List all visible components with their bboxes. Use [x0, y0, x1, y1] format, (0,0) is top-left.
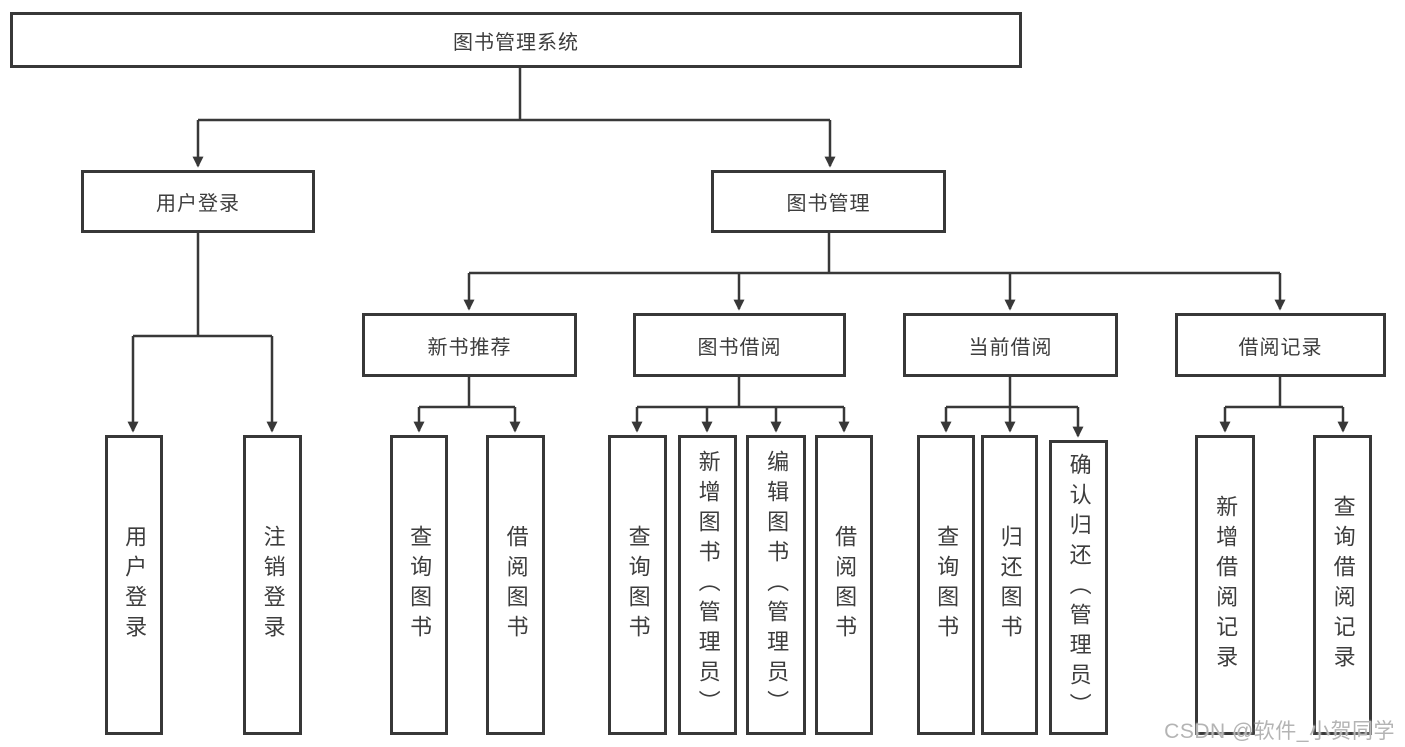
leaf-return-book: 归还图书: [981, 435, 1038, 735]
node-borrow-record-label: 借阅记录: [1238, 336, 1323, 359]
node-book-borrow-label: 图书借阅: [697, 336, 782, 359]
node-user-login-label: 用户登录: [156, 193, 240, 215]
leaf-borrow-book-label: 借阅图书: [832, 525, 858, 645]
leaf-confirm-return-admin: 确认归还（管理员）: [1049, 440, 1108, 735]
node-book-management-label: 图书管理: [786, 193, 871, 215]
leaf-user-login-label: 用户登录: [122, 525, 148, 645]
leaf-user-login: 用户登录: [105, 435, 163, 735]
leaf-logout-label: 注销登录: [260, 525, 286, 645]
leaf-query-book-current-label: 查询图书: [934, 525, 960, 645]
node-current-borrow: 当前借阅: [903, 313, 1118, 377]
node-current-borrow-label: 当前借阅: [968, 336, 1053, 359]
leaf-query-book-recommend-label: 查询图书: [407, 525, 433, 645]
leaf-query-book-recommend: 查询图书: [390, 435, 448, 735]
node-book-management: 图书管理: [711, 170, 946, 233]
leaf-edit-book-admin: 编辑图书（管理员）: [746, 435, 806, 735]
leaf-query-book-borrow-label: 查询图书: [625, 525, 651, 645]
leaf-borrow-book: 借阅图书: [815, 435, 873, 735]
node-new-book-recommend-label: 新书推荐: [427, 336, 512, 359]
csdn-watermark: CSDN @软件_小贺同学: [1164, 720, 1395, 743]
node-book-borrow: 图书借阅: [633, 313, 846, 377]
leaf-query-book-borrow: 查询图书: [608, 435, 667, 735]
node-user-login: 用户登录: [81, 170, 315, 233]
leaf-return-book-label: 归还图书: [997, 525, 1023, 645]
node-root: 图书管理系统: [10, 12, 1022, 68]
leaf-logout: 注销登录: [243, 435, 302, 735]
leaf-add-book-admin-label: 新增图书（管理员）: [695, 450, 721, 720]
leaf-query-borrow-record-label: 查询借阅记录: [1330, 495, 1356, 675]
node-root-label: 图书管理系统: [453, 31, 579, 54]
leaf-query-book-current: 查询图书: [917, 435, 975, 735]
leaf-add-book-admin: 新增图书（管理员）: [678, 435, 737, 735]
leaf-edit-book-admin-label: 编辑图书（管理员）: [764, 450, 790, 720]
leaf-confirm-return-admin-label: 确认归还（管理员）: [1066, 452, 1092, 723]
leaf-borrow-book-recommend-label: 借阅图书: [503, 525, 529, 645]
leaf-query-borrow-record: 查询借阅记录: [1313, 435, 1372, 735]
leaf-borrow-book-recommend: 借阅图书: [486, 435, 545, 735]
leaf-add-borrow-record-label: 新增借阅记录: [1213, 495, 1239, 675]
node-new-book-recommend: 新书推荐: [362, 313, 577, 377]
node-borrow-record: 借阅记录: [1175, 313, 1386, 377]
leaf-add-borrow-record: 新增借阅记录: [1195, 435, 1255, 735]
